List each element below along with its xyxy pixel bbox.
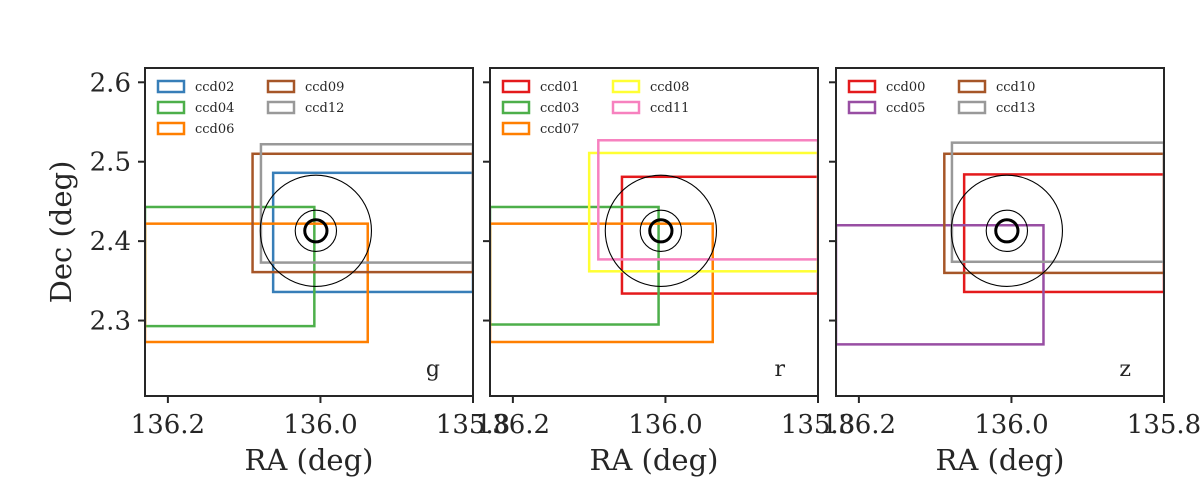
target-circle-0 xyxy=(994,218,1020,244)
band-label: g xyxy=(426,357,440,382)
legend-swatch xyxy=(957,100,987,115)
legend-swatch xyxy=(501,79,531,94)
legend-item-ccd07: ccd07 xyxy=(501,121,579,137)
ccd-footprint-ccd06 xyxy=(145,222,369,344)
legend-label: ccd12 xyxy=(305,101,344,116)
y-tick-label: 2.5 xyxy=(90,148,131,178)
x-tick-label: 135.8 xyxy=(781,410,855,440)
legend-swatch xyxy=(847,79,877,94)
ccd-footprint-ccd08 xyxy=(587,151,818,273)
ccd-footprint-ccd09 xyxy=(251,152,473,274)
x-axis-label: RA (deg) xyxy=(245,443,374,477)
ccd-footprint-ccd07 xyxy=(490,222,714,344)
legend-item-ccd04: ccd04 xyxy=(156,100,234,116)
legend-item-ccd02: ccd02 xyxy=(156,79,234,95)
target-circle-2 xyxy=(950,174,1064,287)
plot-frame xyxy=(489,67,819,397)
plot-frame xyxy=(144,67,474,397)
legend-swatch xyxy=(847,100,877,115)
legend-item-ccd01: ccd01 xyxy=(501,79,579,95)
legend-item-ccd09: ccd09 xyxy=(266,79,344,95)
legend-swatch xyxy=(611,79,641,94)
legend-label: ccd04 xyxy=(195,101,234,116)
y-axis-label: Dec (deg) xyxy=(44,161,78,304)
legend-item-ccd06: ccd06 xyxy=(156,121,234,137)
legend-label: ccd08 xyxy=(650,80,689,95)
y-tick-label: 2.3 xyxy=(90,307,131,337)
legend-swatch xyxy=(611,100,641,115)
legend-swatch xyxy=(501,100,531,115)
target-circle-1 xyxy=(639,209,683,253)
legend-label: ccd05 xyxy=(886,101,925,116)
ccd-footprint-ccd12 xyxy=(259,142,473,264)
y-tick-label: 2.4 xyxy=(90,227,131,257)
ccd-footprint-ccd00 xyxy=(962,173,1164,294)
x-tick-label: 135.8 xyxy=(1127,410,1200,440)
legend-item-ccd05: ccd05 xyxy=(847,100,925,116)
legend-label: ccd02 xyxy=(195,80,234,95)
x-tick-label: 136.0 xyxy=(974,410,1048,440)
legend-label: ccd06 xyxy=(195,122,234,137)
legend-label: ccd00 xyxy=(886,80,925,95)
legend-item-ccd13: ccd13 xyxy=(957,100,1035,116)
x-tick-label: 136.0 xyxy=(628,410,702,440)
legend-swatch xyxy=(156,121,186,136)
x-tick-label: 136.2 xyxy=(476,410,550,440)
x-tick-label: 136.0 xyxy=(283,410,357,440)
ccd-footprint-ccd10 xyxy=(943,152,1164,275)
legend-swatch xyxy=(957,79,987,94)
legend-item-ccd11: ccd11 xyxy=(611,100,689,116)
y-tick-label: 2.6 xyxy=(90,68,131,98)
target-circle-1 xyxy=(294,209,338,253)
ccd-footprint-ccd04 xyxy=(145,205,316,328)
band-label: z xyxy=(1119,357,1131,382)
panel-z: 136.2 136.0 135.8 RA (deg) z ccd00 ccd05 ccd10 c… xyxy=(822,67,1200,477)
panel-r: 136.2 136.0 135.8 RA (deg) r ccd01 ccd03 ccd07 c… xyxy=(476,67,855,477)
plot-area xyxy=(836,141,1164,346)
legend-swatch xyxy=(501,121,531,136)
legend-item-ccd03: ccd03 xyxy=(501,100,579,116)
target-circle-2 xyxy=(259,174,373,287)
ccd-footprint-ccd13 xyxy=(950,141,1164,264)
legend-label: ccd09 xyxy=(305,80,344,95)
legend-swatch xyxy=(156,100,186,115)
target-circle-0 xyxy=(648,218,674,244)
ccd-footprint-ccd02 xyxy=(271,171,473,294)
plot-area xyxy=(490,139,818,344)
target-circle-1 xyxy=(985,209,1029,253)
legend-label: ccd11 xyxy=(650,101,689,116)
panel-g: 136.2 136.0 135.8 2.3 2.4 2.5 2.6 RA (deg) Dec (… xyxy=(44,67,510,477)
x-tick-label: 136.2 xyxy=(822,410,896,440)
legend-label: ccd13 xyxy=(996,101,1035,116)
x-axis-label: RA (deg) xyxy=(590,443,719,477)
legend-label: ccd10 xyxy=(996,80,1035,95)
legend-item-ccd08: ccd08 xyxy=(611,79,689,95)
ccd-footprint-ccd11 xyxy=(597,139,818,261)
plot-frame xyxy=(835,67,1165,397)
legend-label: ccd01 xyxy=(540,80,579,95)
x-axis-label: RA (deg) xyxy=(936,443,1065,477)
legend-item-ccd10: ccd10 xyxy=(957,79,1035,95)
band-label: r xyxy=(774,357,785,382)
legend-label: ccd03 xyxy=(540,101,579,116)
x-tick-label: 136.2 xyxy=(131,410,205,440)
x-tick-label: 135.8 xyxy=(436,410,510,440)
target-circle-2 xyxy=(604,174,718,287)
plot-area xyxy=(145,142,473,344)
target-circle-0 xyxy=(303,218,329,244)
legend-swatch xyxy=(266,79,296,94)
legend-item-ccd12: ccd12 xyxy=(266,100,344,116)
legend-item-ccd00: ccd00 xyxy=(847,79,925,95)
legend-swatch xyxy=(156,79,186,94)
legend-swatch xyxy=(266,100,296,115)
legend-label: ccd07 xyxy=(540,122,579,137)
ccd-footprint-ccd03 xyxy=(490,205,660,326)
ccd-footprint-ccd05 xyxy=(836,223,1045,346)
